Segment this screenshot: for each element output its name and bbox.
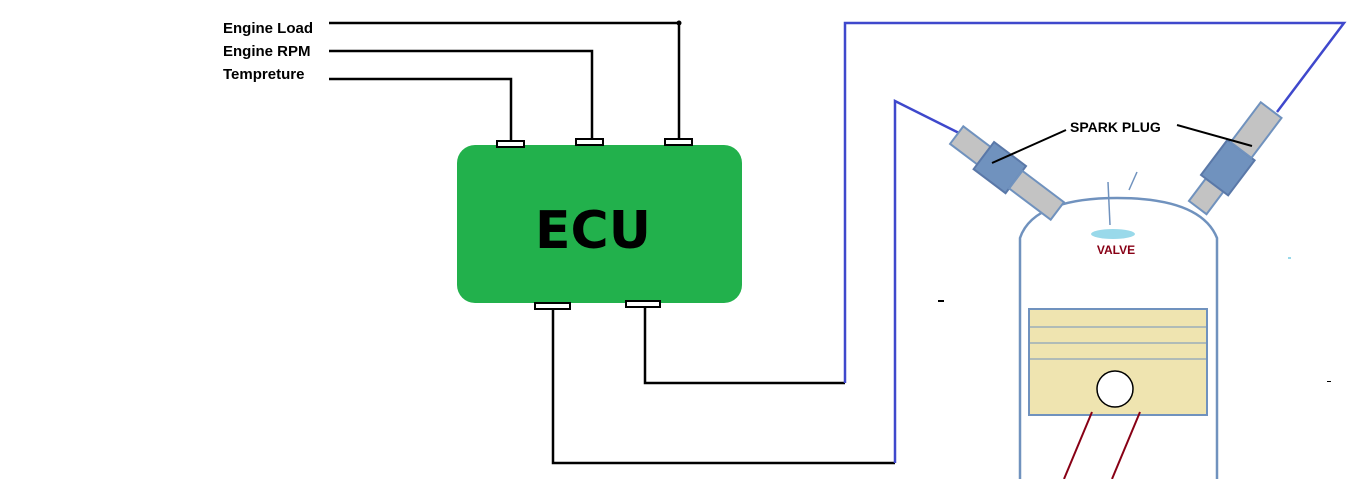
valve-head (1091, 229, 1135, 239)
connecting-rod-left (1063, 411, 1093, 479)
connector-temperature (496, 140, 525, 148)
ecu-connectors (496, 138, 693, 310)
spark-plug-pointer-right (1176, 124, 1253, 147)
right-spark-plug (1187, 100, 1283, 216)
engine-load-label: Engine Load (223, 20, 313, 37)
left-plug-body (1007, 169, 1066, 222)
cylinder-outline (1018, 196, 1219, 479)
wire-junction-dot (676, 20, 682, 26)
connector-load (664, 138, 693, 146)
engine-load-wire (329, 21, 681, 141)
engine-rpm-label: Engine RPM (223, 43, 311, 60)
valve-stem-right (1128, 171, 1138, 191)
temperature-label: Tempreture (223, 66, 304, 83)
engine-rpm-wire (329, 49, 594, 141)
wire-to-right-plug (843, 21, 1347, 383)
input-wires (329, 21, 681, 143)
valve-stem-left (1107, 181, 1111, 226)
valve-label: VALVE (1097, 243, 1135, 257)
stray-mark (1327, 381, 1331, 382)
ecu-box (457, 145, 742, 303)
wire-to-left-plug (893, 98, 964, 463)
connector-output-1 (534, 302, 571, 310)
spark-plug-label: SPARK PLUG (1070, 119, 1161, 135)
left-spark-plug (948, 124, 1066, 222)
spark-plug-pointer-left (991, 129, 1067, 164)
stray-mark (1288, 257, 1291, 259)
connector-output-2 (625, 300, 661, 308)
connector-rpm (575, 138, 604, 146)
ecu-label: ECU (535, 201, 651, 261)
plug-wires (843, 21, 1347, 463)
output-wire-left-plug (551, 309, 895, 465)
connecting-rod-right (1111, 411, 1141, 479)
output-wires (551, 307, 895, 465)
temperature-wire (329, 77, 513, 143)
piston-pin (1096, 370, 1134, 408)
output-wire-right-plug (643, 307, 845, 385)
stray-mark (938, 300, 944, 302)
